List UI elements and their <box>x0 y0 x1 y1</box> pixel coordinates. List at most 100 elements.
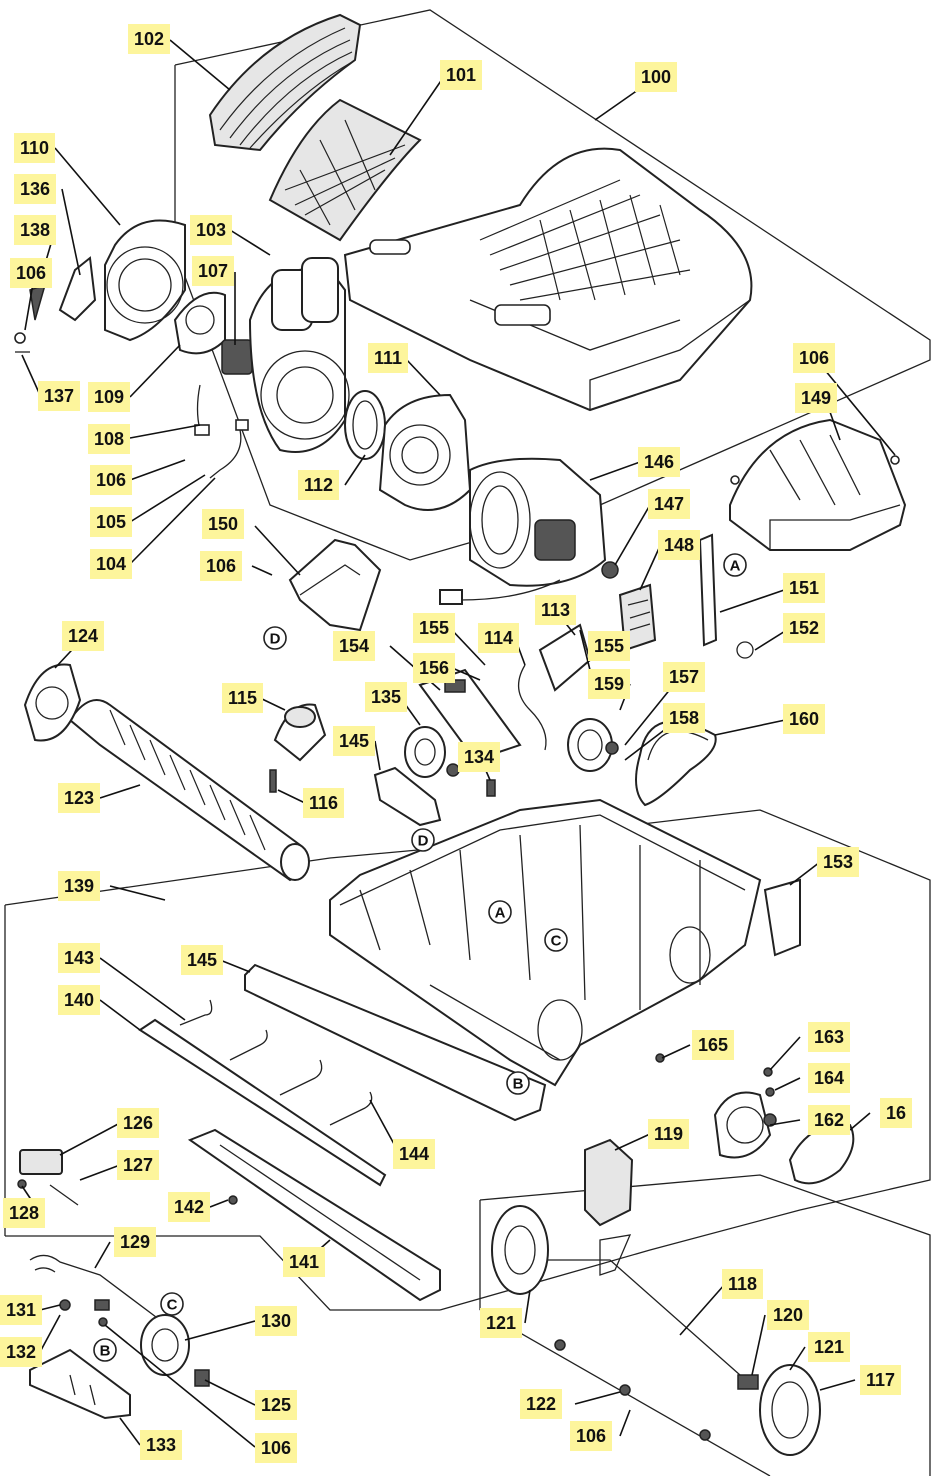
callout-147: 147 <box>648 489 691 519</box>
grille-part <box>208 13 362 152</box>
filter-part <box>268 98 422 242</box>
axle-part <box>520 1234 741 1376</box>
callout-116: 116 <box>303 788 345 818</box>
gear-part <box>404 726 460 778</box>
callout-100: 100 <box>635 62 678 92</box>
cam-130-part <box>140 1314 190 1376</box>
callout-161: 16 <box>880 1098 913 1128</box>
cord-clip-126-128 <box>17 1149 79 1206</box>
callout-163: 163 <box>808 1022 851 1052</box>
end-cap-part <box>23 663 82 742</box>
svg-text:C: C <box>167 1297 178 1314</box>
callout-109: 109 <box>88 382 131 412</box>
svg-text:D: D <box>418 833 429 850</box>
callout-101: 101 <box>440 60 483 90</box>
handle-release-rod-part <box>29 1254 161 1321</box>
callout-124: 124 <box>62 621 105 651</box>
callout-119: 119 <box>648 1119 690 1149</box>
ref-mark-d-2: D <box>411 828 435 852</box>
callout-149: 149 <box>795 383 838 413</box>
latch-parts-136-138 <box>14 256 97 353</box>
callout-145-b: 145 <box>181 945 224 975</box>
callout-162: 162 <box>808 1105 851 1135</box>
callout-155-a: 155 <box>413 613 456 643</box>
callout-112: 112 <box>298 470 340 500</box>
callout-156: 156 <box>413 653 456 683</box>
callout-113: 113 <box>535 595 577 625</box>
callout-104: 104 <box>90 549 133 579</box>
callout-130: 130 <box>255 1306 298 1336</box>
brush-roll-part <box>68 699 310 882</box>
ref-mark-c-2: C <box>160 1292 184 1316</box>
clips-122 <box>554 1339 711 1441</box>
callout-102: 102 <box>128 24 171 54</box>
spring-part <box>737 1374 759 1390</box>
callout-120: 120 <box>767 1300 810 1330</box>
bracket-153-part <box>763 878 801 957</box>
callout-114: 114 <box>478 623 520 653</box>
callout-144: 144 <box>393 1139 436 1169</box>
callout-142: 142 <box>168 1192 211 1222</box>
motor-housing-side-part <box>104 219 350 479</box>
pulley-part <box>567 718 619 772</box>
callout-164: 164 <box>808 1063 851 1093</box>
callout-129: 129 <box>114 1227 157 1257</box>
ref-mark-b-2: B <box>93 1338 117 1362</box>
callout-105: 105 <box>90 507 133 537</box>
callout-131: 131 <box>0 1295 43 1325</box>
bumper-strip-part <box>244 963 547 1122</box>
callout-115: 115 <box>222 683 264 713</box>
callout-126: 126 <box>117 1108 160 1138</box>
callout-134: 134 <box>458 742 501 772</box>
callout-121-a: 121 <box>480 1308 523 1338</box>
callout-123: 123 <box>58 783 101 813</box>
callout-117: 117 <box>860 1365 902 1395</box>
callout-133: 133 <box>140 1430 183 1460</box>
motor-shroud-part <box>378 393 472 511</box>
callout-106-a: 106 <box>10 258 53 288</box>
duct-part <box>288 538 382 632</box>
hood-cover-part <box>343 147 753 412</box>
plate-140-part <box>138 1018 387 1187</box>
callout-138: 138 <box>14 215 57 245</box>
callout-155-b: 155 <box>588 631 631 661</box>
svg-text:A: A <box>495 905 506 922</box>
svg-text:B: B <box>100 1343 111 1360</box>
callout-122: 122 <box>520 1389 563 1419</box>
callout-139: 139 <box>58 871 101 901</box>
belt-part <box>635 720 717 807</box>
callout-107: 107 <box>192 256 235 286</box>
callout-135: 135 <box>365 682 408 712</box>
callout-106-c: 106 <box>200 551 243 581</box>
svg-text:C: C <box>551 933 562 950</box>
callout-110: 110 <box>14 133 56 163</box>
callout-143: 143 <box>58 943 101 973</box>
callout-127: 127 <box>117 1150 160 1180</box>
callout-148: 148 <box>658 530 701 560</box>
rear-gear-part <box>713 1091 777 1159</box>
callout-160: 160 <box>783 704 826 734</box>
pedal-133-part <box>29 1348 131 1420</box>
switch-part <box>538 623 592 692</box>
callout-121-b: 121 <box>808 1332 851 1362</box>
rear-cover-part <box>729 418 907 551</box>
callout-150: 150 <box>202 509 245 539</box>
ref-mark-b-1: B <box>506 1071 530 1095</box>
callout-136: 136 <box>14 174 57 204</box>
callout-111: 111 <box>368 343 409 373</box>
callout-159: 159 <box>588 669 631 699</box>
callout-140: 140 <box>58 985 101 1015</box>
callout-145-a: 145 <box>333 726 376 756</box>
callout-118: 118 <box>722 1269 764 1299</box>
pedal-part <box>269 703 327 793</box>
callout-103: 103 <box>190 215 233 245</box>
callout-165: 165 <box>692 1030 735 1060</box>
screw-142 <box>228 1195 238 1205</box>
callout-153: 153 <box>817 847 860 877</box>
svg-text:A: A <box>730 558 741 575</box>
callout-154: 154 <box>333 631 376 661</box>
wheel-left-part <box>491 1205 549 1295</box>
wire-part <box>518 664 547 751</box>
